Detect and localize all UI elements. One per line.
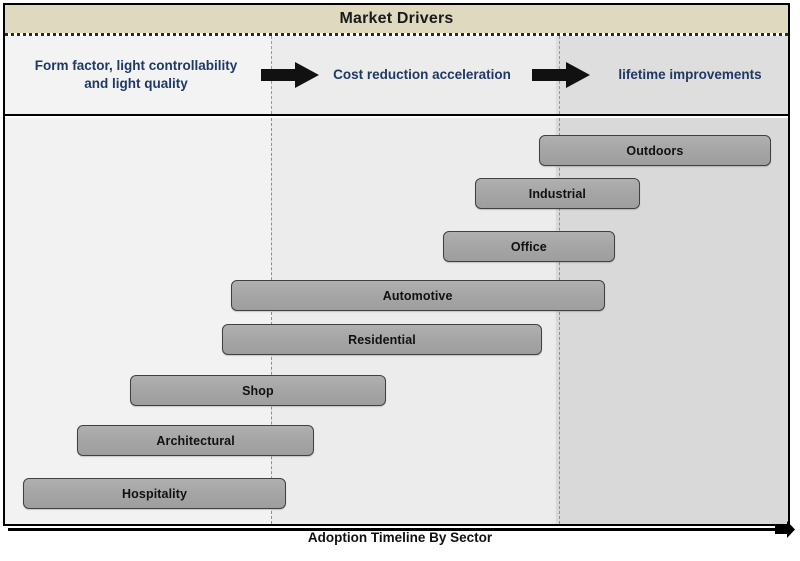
plot-phase-divider-1: [271, 118, 272, 524]
timeline-bar-label: Outdoors: [626, 143, 684, 158]
page-title: Market Drivers: [339, 10, 454, 27]
timeline-bar[interactable]: Industrial: [474, 178, 640, 209]
timeline-bar[interactable]: Residential: [221, 324, 543, 355]
right-arrow-icon: [532, 62, 590, 88]
driver-label-form-factor: Form factor, light controllability and l…: [34, 57, 238, 91]
x-axis-title: Adoption Timeline By Sector: [307, 530, 493, 545]
timeline-bar[interactable]: Architectural: [77, 425, 315, 456]
market-drivers-band: Form factor, light controllability and l…: [5, 36, 788, 116]
right-arrow-icon: [261, 62, 319, 88]
timeline-bar-label: Residential: [348, 332, 416, 347]
timeline-bar-label: Shop: [242, 383, 274, 398]
timeline-bar-label: Industrial: [528, 186, 587, 201]
timeline-bar-label: Architectural: [156, 433, 235, 448]
timeline-bar[interactable]: Automotive: [230, 280, 605, 311]
timeline-bar-label: Hospitality: [122, 486, 188, 501]
timeline-bar-label: Automotive: [382, 288, 453, 303]
plot-phase-divider-2: [559, 118, 560, 524]
timeline-bar[interactable]: Shop: [129, 375, 387, 406]
market-drivers-header: Market Drivers: [5, 5, 788, 33]
diagram-frame: Market Drivers Form factor, light contro…: [3, 3, 795, 538]
header-dotted-separator: [5, 33, 788, 36]
axis-arrow-right-icon: [775, 521, 795, 538]
timeline-bar[interactable]: Hospitality: [23, 478, 287, 509]
timeline-bar[interactable]: Office: [442, 231, 615, 262]
driver-label-cost-reduction: Cost reduction acceleration: [333, 66, 511, 82]
x-axis-line: [8, 528, 792, 531]
timeline-bar[interactable]: Outdoors: [539, 135, 771, 166]
timeline-bar-label: Office: [510, 239, 547, 254]
driver-label-lifetime-improvements: lifetime improvements: [618, 66, 762, 82]
